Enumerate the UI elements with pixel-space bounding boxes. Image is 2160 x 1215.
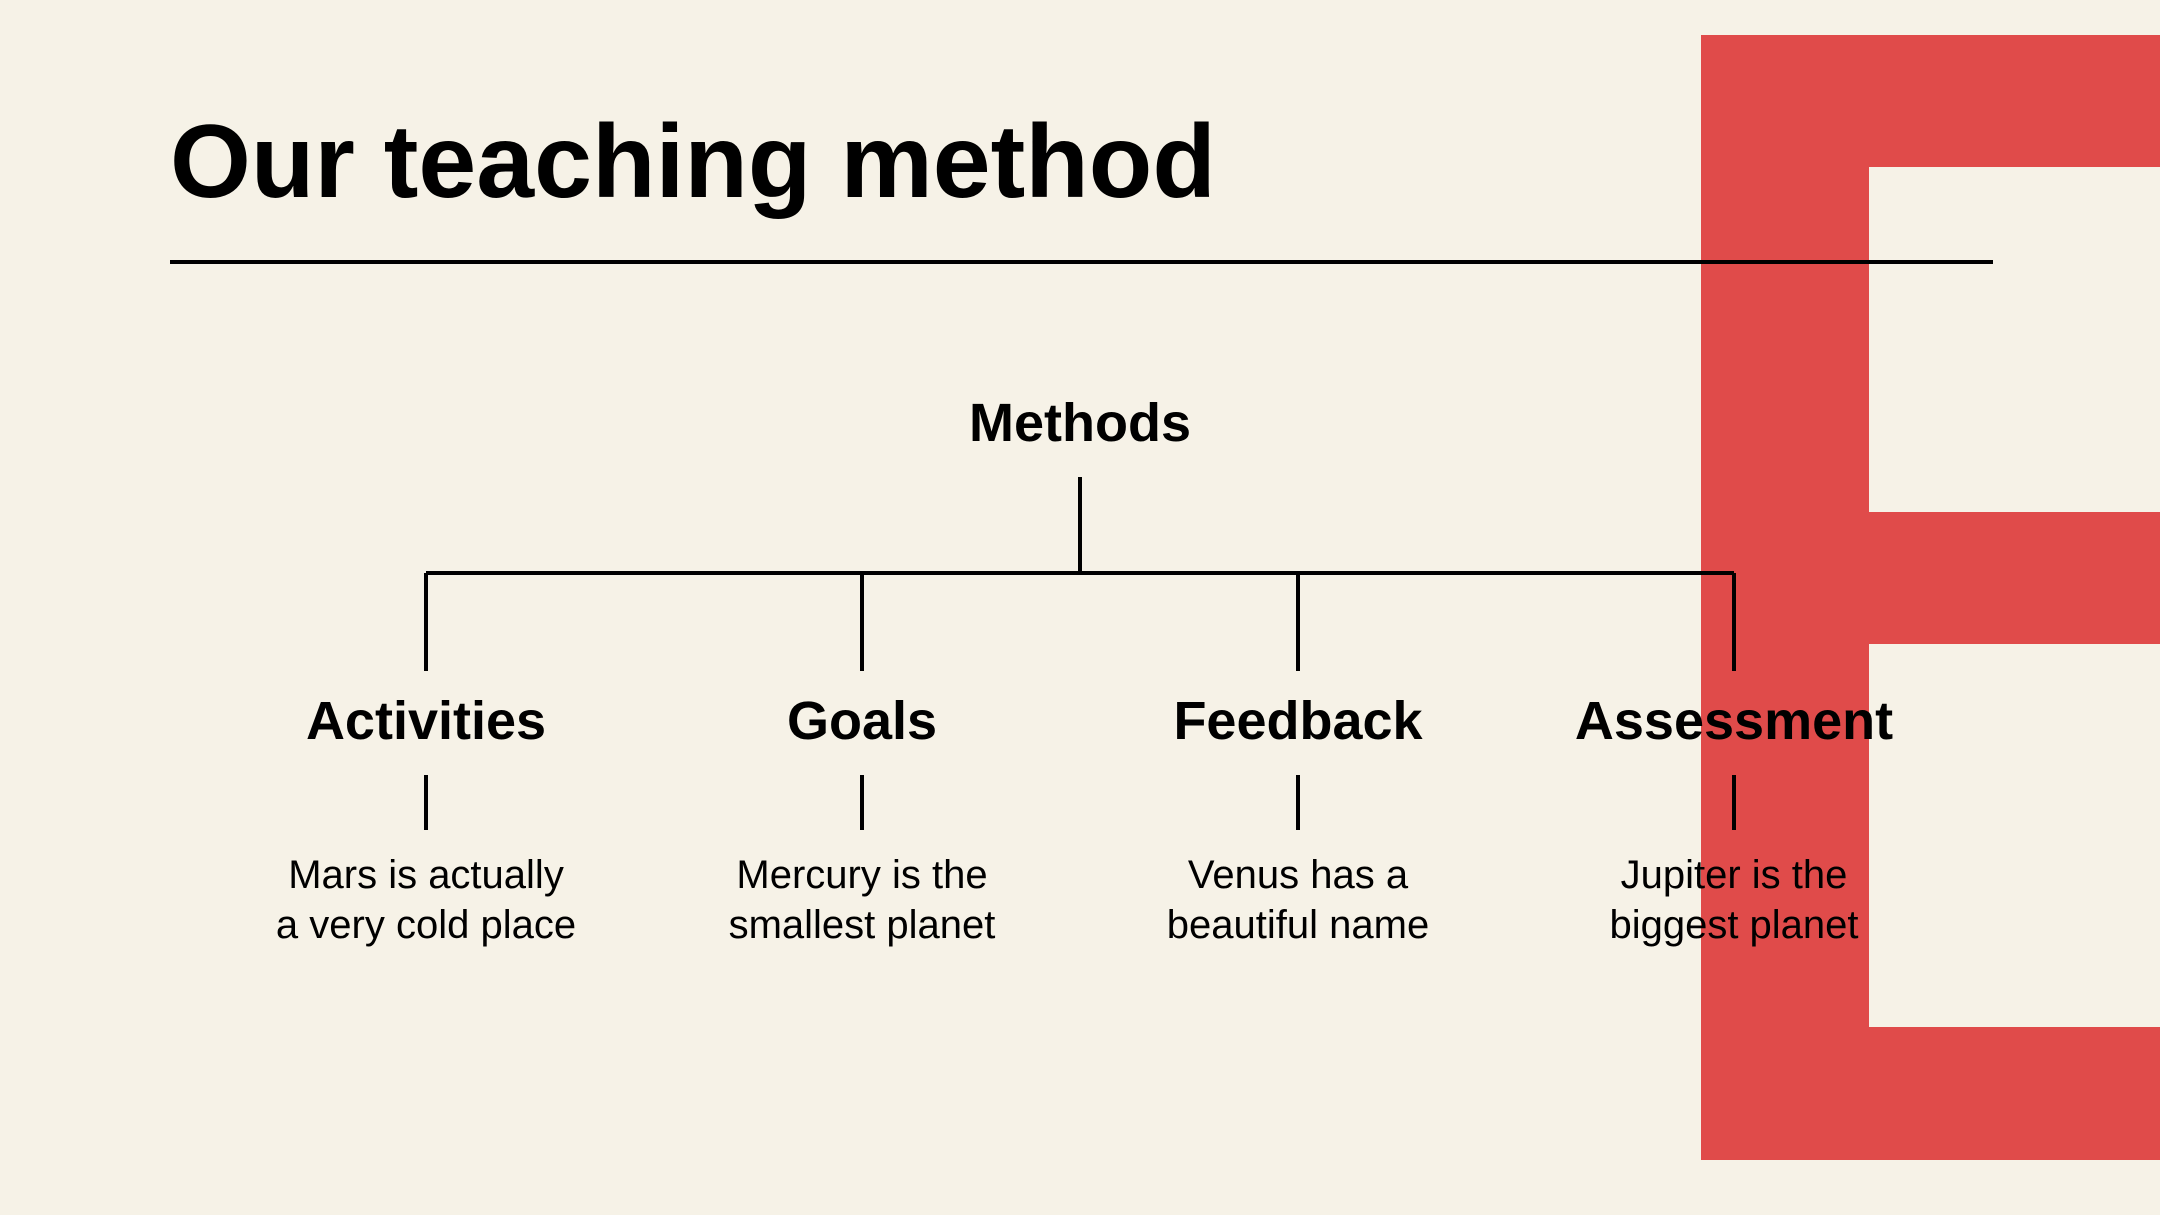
description-line: Jupiter is the [1620, 853, 1848, 897]
description-line: smallest planet [728, 903, 996, 947]
branch-title-activities: Activities [305, 691, 547, 751]
branch-title-assessment: Assessment [1574, 691, 1894, 751]
root-node-label: Methods [969, 393, 1191, 453]
branch-description-activities: Mars is actually a very cold place [176, 850, 676, 950]
description-line: Mercury is the [736, 853, 988, 897]
description-line: a very cold place [275, 903, 577, 947]
description-line: biggest planet [1609, 903, 1859, 947]
branch-title-feedback: Feedback [1173, 691, 1423, 751]
branch-description-assessment: Jupiter is the biggest planet [1484, 850, 1984, 950]
branch-description-goals: Mercury is the smallest planet [612, 850, 1112, 950]
description-line: Mars is actually [288, 853, 564, 897]
description-line: beautiful name [1166, 903, 1430, 947]
title-divider [170, 260, 1993, 264]
red-e-shape [1701, 35, 2160, 1160]
branch-description-feedback: Venus has a beautiful name [1048, 850, 1548, 950]
page-title: Our teaching method [170, 104, 1216, 220]
description-line: Venus has a [1187, 853, 1409, 897]
branch-title-goals: Goals [786, 691, 938, 751]
